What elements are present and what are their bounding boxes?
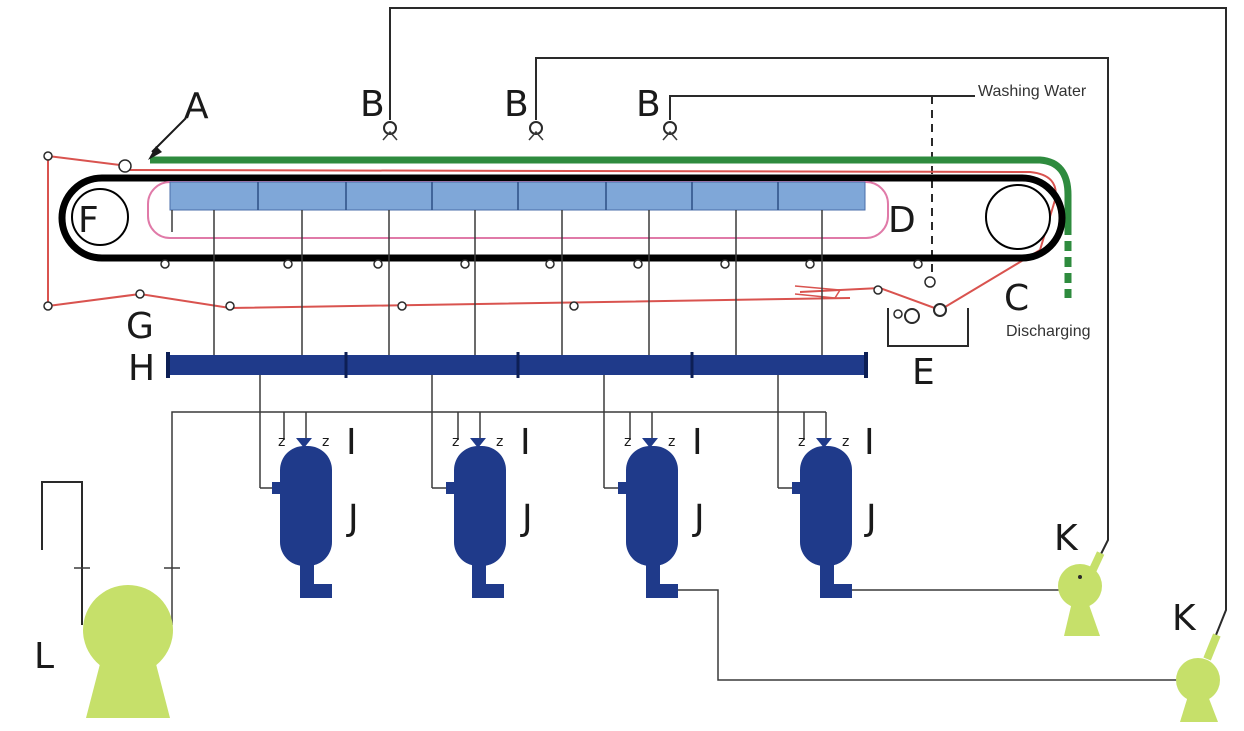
spray-nozzle-b1 <box>382 121 398 141</box>
label-e: E <box>912 352 935 393</box>
label-b2: B <box>504 84 529 125</box>
label-b3: B <box>636 84 661 125</box>
receiver-1: z z <box>272 434 332 598</box>
cloth-wash-tank <box>887 303 969 347</box>
svg-text:z: z <box>278 434 285 450</box>
vacuum-pump-l <box>41 481 180 718</box>
svg-text:z: z <box>798 434 805 450</box>
label-i1: I <box>346 422 357 463</box>
label-f: F <box>78 200 99 241</box>
vacuum-manifold <box>166 352 868 378</box>
filtrate-lines <box>678 589 1178 681</box>
label-l: L <box>34 636 54 677</box>
vacuum-header <box>171 411 827 625</box>
label-j1: J <box>346 498 359 539</box>
drive-roller <box>71 188 129 246</box>
svg-text:z: z <box>842 434 849 450</box>
tail-roller <box>985 184 1051 250</box>
label-washing-water: Washing Water <box>978 83 1087 100</box>
svg-text:z: z <box>624 434 631 450</box>
spray-nozzle-b3 <box>662 121 678 141</box>
wash-piping <box>389 7 1227 641</box>
vacuum-box-row <box>169 181 866 211</box>
svg-text:z: z <box>322 434 329 450</box>
label-i3: I <box>692 422 703 463</box>
label-c: C <box>1004 278 1029 319</box>
pump-k1 <box>1058 551 1105 636</box>
label-g: G <box>126 306 154 347</box>
svg-text:z: z <box>452 434 459 450</box>
receiver-3: z z <box>618 434 678 598</box>
label-a: A <box>184 86 209 127</box>
receiver-4: z z <box>792 434 852 598</box>
label-j2: J <box>520 498 533 539</box>
label-j4: J <box>864 498 877 539</box>
label-i2: I <box>520 422 531 463</box>
drain-pipes <box>171 210 823 355</box>
filter-cake <box>150 156 1072 298</box>
label-b1: B <box>360 84 385 125</box>
label-j3: J <box>692 498 705 539</box>
label-d: D <box>888 200 916 241</box>
svg-text:z: z <box>668 434 675 450</box>
label-k1: K <box>1054 518 1079 559</box>
svg-text:z: z <box>496 434 503 450</box>
arrow-a <box>148 117 187 160</box>
support-rollers <box>43 151 936 311</box>
label-discharging: Discharging <box>1006 323 1090 340</box>
label-k2: K <box>1172 598 1197 639</box>
receiver-2: z z <box>446 434 506 598</box>
label-h: H <box>128 348 155 389</box>
spray-nozzle-b2 <box>528 121 544 141</box>
pump-k2 <box>1176 633 1221 722</box>
label-i4: I <box>864 422 875 463</box>
